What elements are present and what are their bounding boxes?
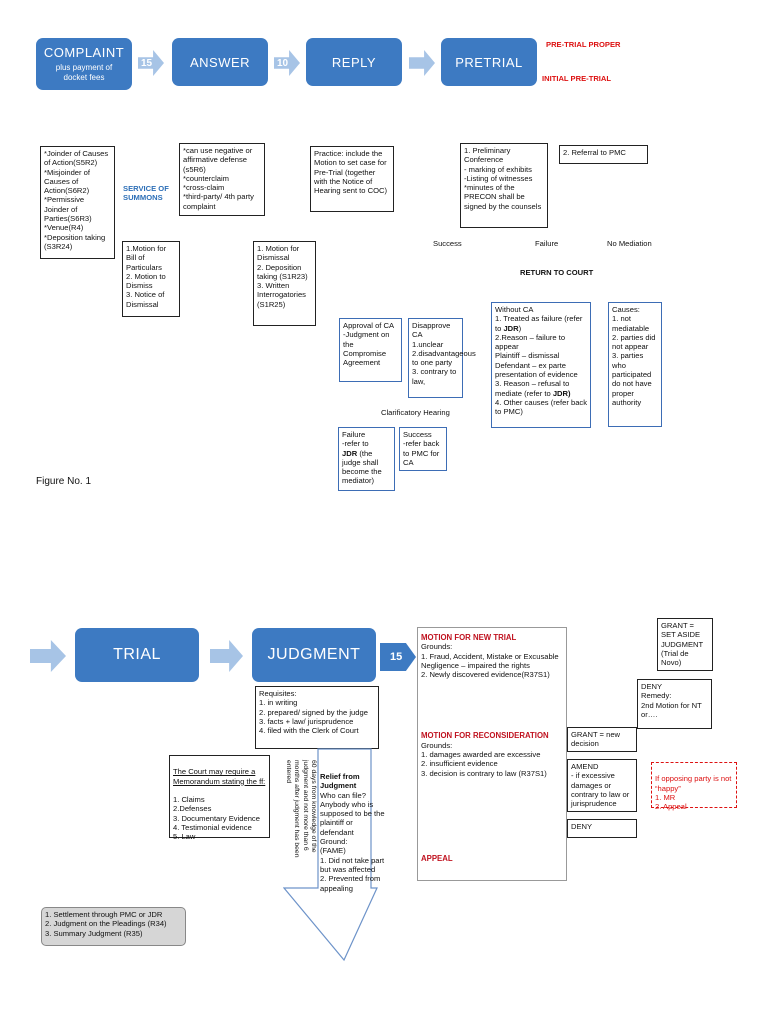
- preliminary-conference-box: 1. Preliminary Conference - marking of e…: [460, 143, 548, 228]
- grant-set-aside-box: GRANT = SET ASIDE JUDGMENT (Trial de Nov…: [657, 618, 713, 671]
- stage-complaint: COMPLAINT plus payment of docket fees: [36, 38, 132, 90]
- without-ca-text-2: ) 2.Reason – failure to appear Plaintiff…: [495, 323, 578, 398]
- arrow-to-pretrial: [409, 50, 435, 76]
- without-ca-jdr-2: JDR): [552, 388, 571, 398]
- stage-answer-label: ANSWER: [189, 54, 251, 70]
- success-label: Success: [433, 239, 462, 248]
- figure-label: Figure No. 1: [36, 476, 92, 487]
- failure-jdr-text-1: Failure -refer to: [342, 430, 369, 449]
- memorandum-box: The Court may require a Memorandum stati…: [169, 755, 270, 842]
- arrow-to-judgment: [210, 640, 243, 672]
- stage-pretrial: PRETRIAL: [441, 38, 537, 86]
- failure-jdr-text-2: (the judge shall become the mediator): [342, 448, 382, 486]
- stage-trial-label: TRIAL: [113, 646, 161, 663]
- without-ca-text-1: Without CA 1. Treated as failure (refer …: [495, 305, 583, 333]
- clarificatory-hearing-label: Clarificatory Hearing: [381, 408, 450, 417]
- complaint-details-box: *Joinder of Causes of Action(S5R2) *Misj…: [40, 146, 115, 259]
- mr-title: MOTION FOR RECONSIDERATION: [421, 731, 549, 741]
- mnt-title: MOTION FOR NEW TRIAL: [421, 633, 517, 642]
- opposing-party-text: If opposing party is not “happy” 1. MR 2…: [655, 774, 732, 812]
- relief-from-judgment: Relief from Judgment Who can file? Anybo…: [320, 772, 388, 893]
- answer-details-box: *can use negative or affirmative defense…: [179, 143, 265, 216]
- relief-arrow-shape: [283, 748, 378, 962]
- stage-judgment: JUDGMENT: [252, 628, 376, 682]
- arrow-10: 10: [274, 50, 300, 76]
- pretrial-proper-label: PRE-TRIAL PROPER: [546, 40, 621, 49]
- arrow-15-judgment-label: 15: [390, 651, 403, 663]
- referral-to-pmc-box: 2. Referral to PMC: [559, 145, 648, 164]
- arrow-into-trial: [30, 640, 66, 672]
- arrow-15-judgment: 15: [380, 643, 416, 671]
- stage-trial: TRIAL: [75, 628, 199, 682]
- memorandum-title: The Court may require a Memorandum stati…: [173, 767, 266, 786]
- reply-practice-box: Practice: include the Motion to set case…: [310, 146, 394, 212]
- failure-jdr-bold: JDR: [342, 448, 358, 458]
- deny-remedy-box: DENY Remedy: 2nd Motion for NT or….: [637, 679, 712, 729]
- mr-body: Grounds: 1. damages awarded are excessiv…: [421, 740, 547, 778]
- mnt-body: Grounds: 1. Fraud, Accident, Mistake or …: [421, 642, 559, 680]
- appeal-label: APPEAL: [421, 853, 453, 863]
- success-pmc-box: Success -refer back to PMC for CA: [399, 427, 447, 471]
- causes-box: Causes: 1. not mediatable 2. parties did…: [608, 302, 662, 427]
- return-to-court-label: RETURN TO COURT: [520, 268, 594, 277]
- arrow-15: 15: [138, 50, 164, 76]
- service-of-summons-label: SERVICE OF SUMMONS: [123, 184, 169, 203]
- without-ca-box: Without CA 1. Treated as failure (refer …: [491, 302, 591, 428]
- opposing-party-box: If opposing party is not “happy” 1. MR 2…: [651, 762, 737, 812]
- amend-box: AMEND - if excessive damages or contrary…: [567, 759, 637, 812]
- stage-complaint-sublabel: plus payment of docket fees: [55, 63, 113, 82]
- failure-jdr-box: Failure -refer to JDR (the judge shall b…: [338, 427, 395, 491]
- failure-label: Failure: [535, 239, 559, 248]
- initial-pretrial-label: INITIAL PRE-TRIAL: [542, 74, 612, 83]
- motion-box-reply: 1. Motion for Dismissal 2. Deposition ta…: [253, 241, 316, 326]
- stage-judgment-label: JUDGMENT: [267, 646, 361, 663]
- arrow-10-label: 10: [277, 57, 289, 69]
- grant-new-decision-box: GRANT = new decision: [567, 727, 637, 752]
- approval-of-ca-box: Approval of CA -Judgment on the Compromi…: [339, 318, 402, 382]
- no-mediation-label: No Mediation: [607, 239, 652, 248]
- without-ca-text-3: 4. Other causes (refer back to PMC): [495, 397, 588, 417]
- post-judgment-motions-box: MOTION FOR NEW TRIAL Grounds: 1. Fraud, …: [417, 627, 567, 881]
- stage-pretrial-label: PRETRIAL: [455, 54, 523, 70]
- stage-complaint-label: COMPLAINT: [43, 45, 125, 60]
- relief-arrow-outline: [283, 748, 378, 962]
- motion-box-answer: 1.Motion for Bill of Particulars 2. Moti…: [122, 241, 180, 317]
- arrow-15-label: 15: [141, 57, 153, 69]
- stage-reply-label: REPLY: [331, 54, 377, 70]
- disapprove-ca-box: Disapprove CA 1.unclear 2.disadvantageou…: [408, 318, 476, 398]
- stage-reply: REPLY: [306, 38, 402, 86]
- relief-body: Who can file? Anybody who is supposed to…: [320, 790, 385, 893]
- stage-answer: ANSWER: [172, 38, 268, 86]
- deny-box: DENY: [567, 819, 637, 838]
- alternatives-box: 1. Settlement through PMC or JDR 2. Judg…: [41, 907, 186, 946]
- memorandum-items: 1. Claims 2.Defenses 3. Documentary Evid…: [173, 795, 260, 842]
- without-ca-jdr-1: JDR: [503, 323, 519, 333]
- requisites-box: Requisites: 1. in writing 2. prepared/ s…: [255, 686, 379, 749]
- relief-title: Relief from Judgment: [320, 772, 360, 791]
